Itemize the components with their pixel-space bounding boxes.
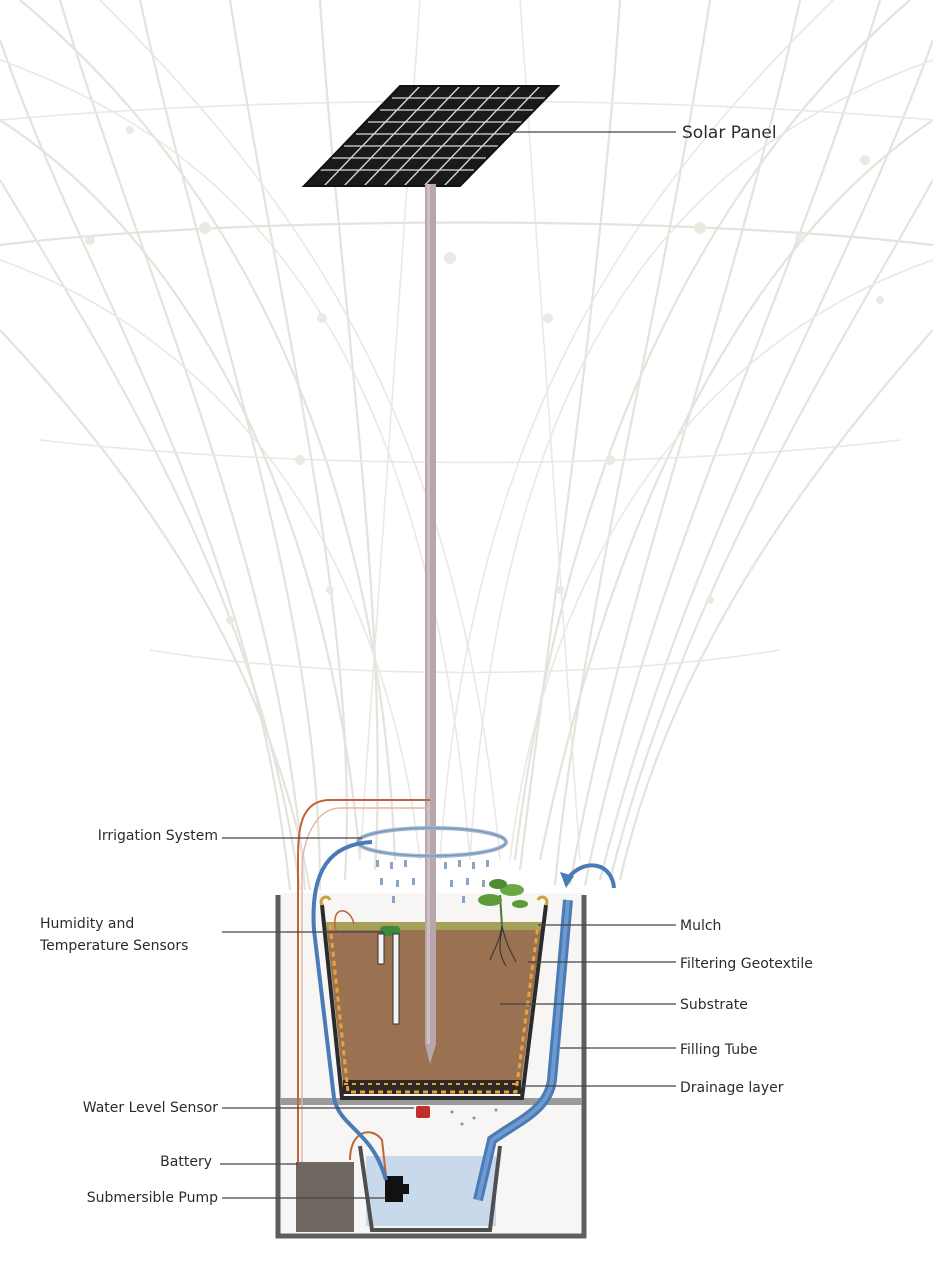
- label-water-level-sensor: Water Level Sensor: [83, 1100, 218, 1116]
- label-filling-tube: Filling Tube: [680, 1042, 758, 1058]
- submersible-pump: [385, 1176, 409, 1202]
- label-mulch: Mulch: [680, 918, 721, 934]
- label-filtering-geotextile: Filtering Geotextile: [680, 956, 813, 972]
- wiring: [297, 799, 430, 1177]
- label-battery: Battery: [160, 1154, 212, 1170]
- irrigation-hose: [311, 840, 388, 1181]
- canopy-net: [0, 0, 933, 891]
- label-drainage-layer: Drainage layer: [680, 1080, 784, 1096]
- label-submersible-pump: Submersible Pump: [87, 1190, 218, 1206]
- support-pole: [425, 184, 436, 1064]
- label-irrigation-system: Irrigation System: [98, 828, 218, 844]
- labels: Solar Panel Irrigation System Humidity a…: [39, 123, 813, 1206]
- solar-panel: [301, 85, 561, 187]
- label-solar-panel: Solar Panel: [682, 123, 777, 143]
- support-shelf: [280, 1098, 582, 1105]
- filling-tube: [473, 863, 616, 1202]
- humidity-temperature-sensors: [377, 926, 400, 1025]
- label-humidity-line2: Temperature Sensors: [39, 938, 188, 954]
- label-humidity-line1: Humidity and: [40, 916, 134, 932]
- plant: [478, 879, 528, 967]
- filtering-geotextile: [328, 924, 540, 1094]
- water-level-sensor: [416, 1106, 430, 1118]
- label-substrate: Substrate: [680, 997, 748, 1013]
- leader-lines: [220, 131, 676, 1199]
- irrigation-system: [356, 826, 508, 903]
- filling-arrow-icon: [560, 872, 574, 888]
- battery: [296, 1162, 354, 1232]
